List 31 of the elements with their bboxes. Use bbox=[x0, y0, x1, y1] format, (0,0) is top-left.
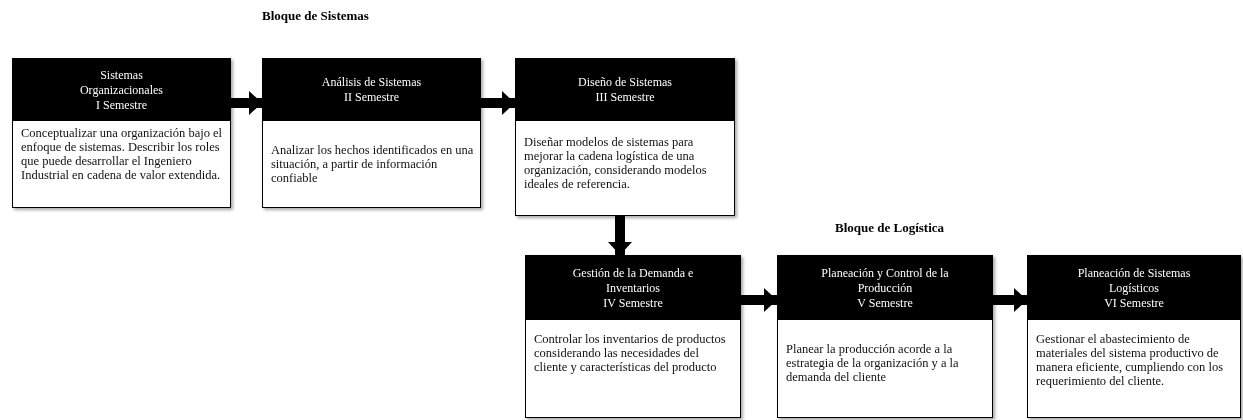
block-arrow bbox=[481, 91, 515, 115]
course-card bbox=[12, 58, 231, 208]
block-heading: Bloque de Sistemas bbox=[262, 8, 369, 24]
course-description: Conceptualizar una organización bajo el enfoque de sistemas. Describir los roles que puede desarrollar el Ingeniero Industrial en cadena de valor extendida. bbox=[21, 126, 223, 182]
block-arrow bbox=[231, 91, 262, 115]
semester-label: V Semestre bbox=[856, 295, 914, 311]
course-description: Analizar los hechos identificados en una situación, a partir de información confiable bbox=[271, 143, 474, 185]
course-description: Diseñar modelos de sistemas para mejorar la cadena logística de una organización, considerando modelos ideales de referencia. bbox=[524, 135, 707, 191]
course-title: Planeación de Sistemas Logísticos bbox=[1076, 265, 1192, 296]
semester-label: VI Semestre bbox=[1103, 295, 1165, 311]
course-title: Gestión de la Demanda e Inventarios bbox=[571, 265, 695, 296]
course-title: Diseño de Sistemas bbox=[577, 75, 673, 90]
block-heading: Bloque de Logística bbox=[835, 220, 945, 236]
course-title: Análisis de Sistemas bbox=[321, 75, 422, 90]
course-card bbox=[1027, 255, 1241, 418]
course-title: Sistemas Organizacionales bbox=[78, 67, 165, 98]
semester-label: IV Semestre bbox=[602, 295, 664, 311]
course-description: Controlar los inventarios de productos considerando las necesidades del cliente y características del producto bbox=[534, 332, 726, 374]
course-title: Planeación y Control de la Producción bbox=[820, 265, 950, 296]
block-arrow bbox=[608, 216, 632, 255]
semester-label: III Semestre bbox=[594, 90, 656, 105]
course-card bbox=[525, 255, 741, 418]
semester-label: I Semestre bbox=[95, 97, 148, 113]
course-description: Gestionar el abastecimiento de materiales del sistema productivo de manera eficiente, cumpliendo con los requerimiento del cliente. bbox=[1036, 332, 1224, 388]
course-description: Planear la producción acorde a la estrategia de la organización y a la demanda del cliente bbox=[786, 342, 959, 384]
semester-label: II Semestre bbox=[343, 90, 400, 105]
course-card bbox=[262, 58, 481, 208]
course-card bbox=[777, 255, 993, 418]
block-arrow bbox=[993, 288, 1027, 312]
course-card bbox=[515, 58, 735, 216]
block-arrow bbox=[741, 288, 777, 312]
